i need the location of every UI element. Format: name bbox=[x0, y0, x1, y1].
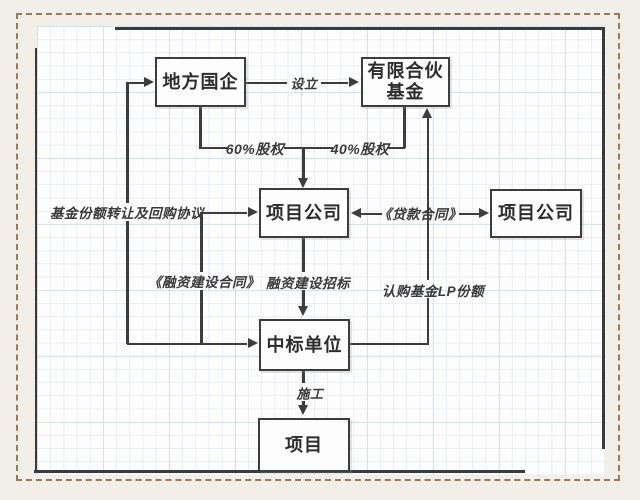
node-winning-bidder-label: 中标单位 bbox=[266, 334, 343, 355]
label-subscribe-lp-share: 认购基金LP份额 bbox=[381, 284, 485, 299]
arrowhead bbox=[422, 108, 432, 118]
node-project-company-right: 项目公司 bbox=[490, 189, 582, 238]
node-project-company-label: 项目公司 bbox=[266, 202, 342, 223]
connector-equity-h3 bbox=[387, 146, 405, 149]
label-loan-contract: 《贷款合同》 bbox=[378, 207, 462, 222]
connector-construction-upper bbox=[302, 371, 305, 383]
connector-left-loop-upper bbox=[126, 81, 129, 203]
node-lp-fund-label-line2: 基金 bbox=[386, 82, 425, 102]
dashed-border-frame bbox=[16, 13, 620, 481]
connector-bidding-lower bbox=[302, 290, 305, 307]
frame-left-line bbox=[34, 48, 37, 472]
arrowhead bbox=[144, 77, 154, 88]
connector-loan-left bbox=[361, 212, 382, 215]
grid-paper bbox=[37, 26, 604, 475]
node-project-label: 项目 bbox=[285, 434, 323, 455]
arrowhead bbox=[297, 405, 308, 415]
label-equity-60: 60%股权 bbox=[225, 141, 285, 157]
frame-right-line bbox=[602, 28, 605, 449]
connector-soe-in bbox=[127, 81, 146, 84]
connector-contract-lower bbox=[200, 290, 203, 344]
node-lp-fund-label-line1: 有限合伙 bbox=[367, 61, 444, 82]
connector-transfer bbox=[201, 211, 247, 214]
arrowhead bbox=[351, 208, 361, 219]
label-equity-40: 40%股权 bbox=[330, 141, 390, 157]
label-construction: 施工 bbox=[296, 386, 324, 402]
connector-establish-left bbox=[246, 81, 287, 84]
label-fund-share-transfer: 基金份额转让及回购协议 bbox=[50, 206, 204, 221]
connector-lp-upper bbox=[426, 117, 429, 280]
arrowhead bbox=[349, 77, 359, 88]
node-project: 项目 bbox=[258, 418, 350, 472]
connector-equity-h2 bbox=[284, 146, 333, 149]
connector-soe-equity-drop bbox=[199, 107, 202, 148]
node-lp-fund: 有限合伙 基金 bbox=[361, 57, 450, 107]
frame-top-line bbox=[115, 27, 605, 30]
connector-left-loop-lower bbox=[126, 221, 129, 344]
connector-loan-right bbox=[459, 212, 479, 215]
connector-establish-right bbox=[321, 81, 348, 84]
connector-equity-down bbox=[302, 146, 305, 180]
connector-bidder-in bbox=[127, 342, 247, 345]
connector-fund-equity-drop bbox=[403, 107, 406, 148]
connector-bidding-upper bbox=[302, 238, 305, 272]
arrowhead bbox=[248, 207, 258, 218]
connector-equity-h1 bbox=[199, 146, 227, 149]
node-project-company: 项目公司 bbox=[259, 188, 349, 238]
label-financing-construction-contract: 《融资建设合同》 bbox=[148, 275, 260, 290]
arrowhead bbox=[297, 178, 308, 188]
node-winning-bidder: 中标单位 bbox=[259, 319, 350, 371]
arrowhead bbox=[479, 208, 489, 219]
connector-contract-upper bbox=[200, 211, 203, 272]
connector-construction-lower bbox=[302, 401, 305, 406]
node-local-soe-label: 地方国企 bbox=[162, 71, 239, 92]
node-local-soe: 地方国企 bbox=[155, 57, 246, 107]
label-establish: 设立 bbox=[290, 76, 318, 92]
connector-lp-lower bbox=[426, 298, 429, 345]
arrowhead bbox=[248, 338, 258, 349]
arrowhead bbox=[297, 306, 308, 316]
connector-lp-h bbox=[350, 342, 429, 345]
node-project-company-right-label: 项目公司 bbox=[498, 203, 574, 224]
label-financing-construction-bidding: 融资建设招标 bbox=[266, 276, 350, 291]
